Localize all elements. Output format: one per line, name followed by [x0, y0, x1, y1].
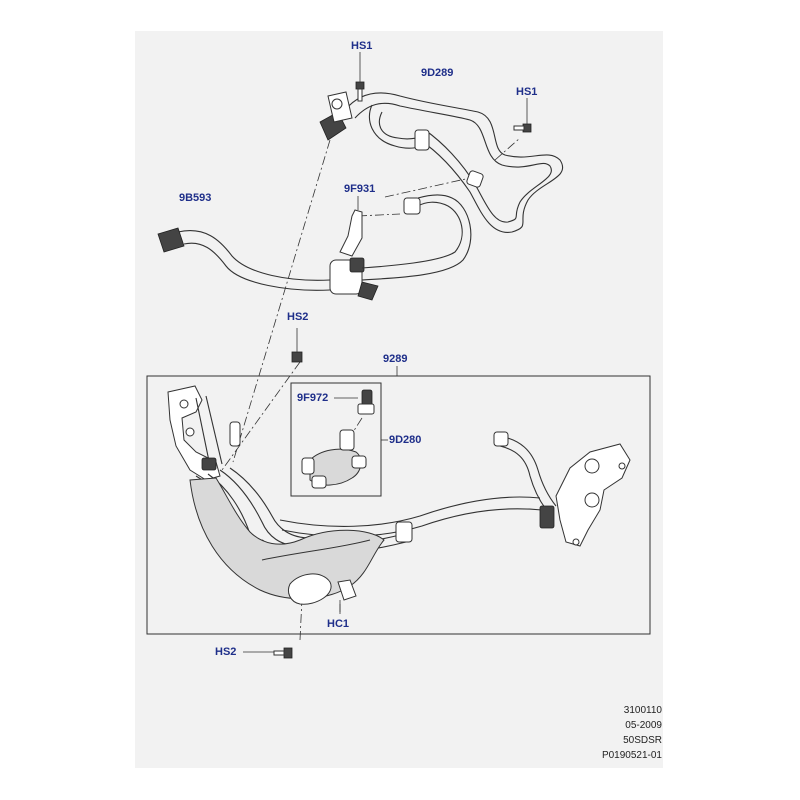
- bracket-9f931: [339, 196, 363, 257]
- mounting-bracket-right: [539, 443, 631, 547]
- label-hs2-mid: HS2: [287, 311, 309, 323]
- hose-9d289: [344, 92, 564, 233]
- label-9f972: 9F972: [297, 392, 329, 404]
- bolt-hs1-top: [355, 52, 365, 102]
- quick-connector-top: [319, 91, 353, 141]
- pressure-sensor-9f972: [334, 389, 375, 441]
- diagram-sheet: [135, 31, 663, 768]
- label-hs1-right: HS1: [516, 86, 538, 98]
- label-hc1: HC1: [327, 618, 350, 630]
- footer-ref: P0190521-01: [601, 750, 662, 761]
- bolt-hs2-mid: [291, 328, 303, 363]
- footer-model: 50SDSR: [623, 735, 662, 746]
- valve-9d280: [301, 429, 388, 489]
- hose-9b593: [157, 194, 472, 301]
- label-9289: 9289: [383, 353, 408, 365]
- label-9d289: 9D289: [421, 67, 454, 79]
- label-9b593: 9B593: [179, 192, 212, 204]
- assembly-9289-frame: [146, 366, 651, 635]
- bolt-hs1-right: [513, 98, 532, 133]
- bolt-hs2-bottom: [243, 647, 293, 659]
- clip-hc1: [337, 579, 357, 614]
- label-hs1-top: HS1: [351, 40, 373, 52]
- footer-code: 3100110: [623, 705, 662, 716]
- label-hs2-bottom: HS2: [215, 646, 237, 658]
- mounting-bracket-left: [167, 385, 241, 481]
- footer-date: 05-2009: [625, 720, 662, 731]
- label-9f931: 9F931: [344, 183, 376, 195]
- valve-assembly-frame: [290, 382, 382, 497]
- label-9d280: 9D280: [389, 434, 422, 446]
- filter-housing: [189, 477, 385, 605]
